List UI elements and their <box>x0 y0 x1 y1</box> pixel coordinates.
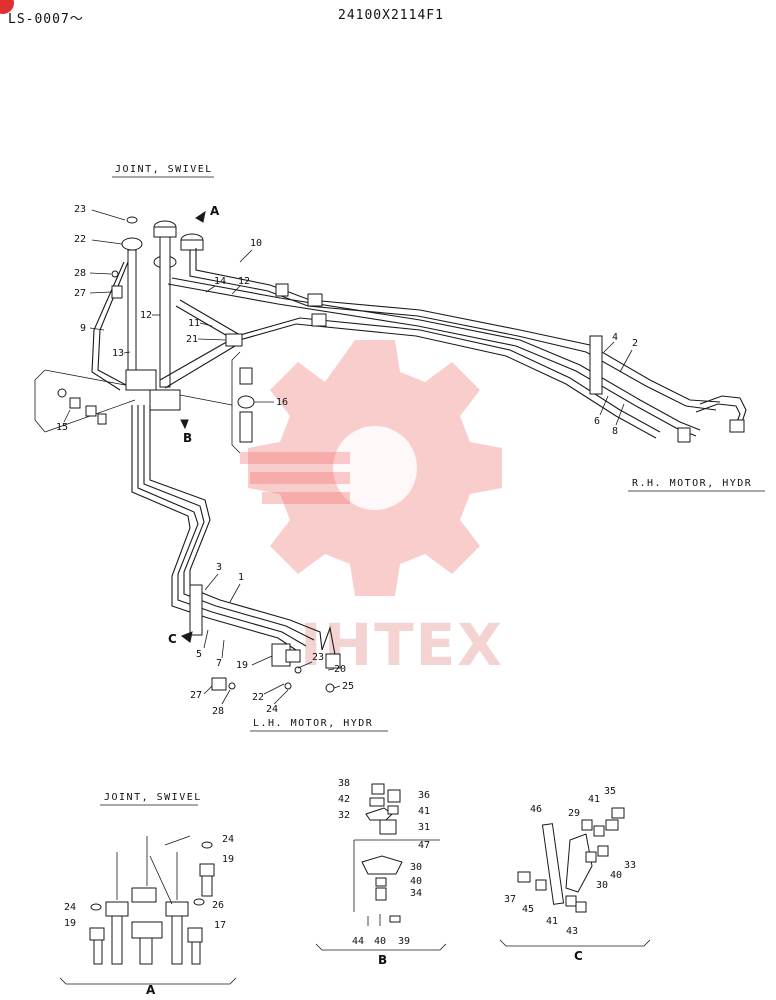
callout-13: 13 <box>112 348 124 359</box>
svg-text:19: 19 <box>222 854 234 865</box>
callout-23: 23 <box>74 204 86 215</box>
section-joint-swivel-detail: JOINT, SWIVEL <box>104 792 202 803</box>
pipe-9-inner <box>91 261 125 391</box>
svg-text:17: 17 <box>214 920 226 931</box>
svg-text:19: 19 <box>64 918 76 929</box>
callout-28-lh: 28 <box>212 706 224 717</box>
svg-text:33: 33 <box>624 860 636 871</box>
svg-text:41: 41 <box>546 916 558 927</box>
svg-text:39: 39 <box>398 936 410 947</box>
svg-text:B: B <box>378 953 387 967</box>
svg-text:34: 34 <box>410 888 422 899</box>
svg-text:41: 41 <box>418 806 430 817</box>
callout-28: 28 <box>74 268 86 279</box>
section-rh-motor: R.H. MOTOR, HYDR <box>632 478 752 489</box>
pipes-to-lh-motor <box>131 405 341 669</box>
callout-23-lh: 23 <box>312 652 324 663</box>
watermark-text: IHTEX <box>300 611 504 679</box>
pipes-to-rh-motor <box>159 248 747 443</box>
svg-text:42: 42 <box>338 794 350 805</box>
svg-text:B: B <box>183 431 192 445</box>
svg-text:37: 37 <box>504 894 516 905</box>
section-joint-swivel: JOINT, SWIVEL <box>115 164 213 175</box>
svg-text:36: 36 <box>418 790 430 801</box>
svg-text:41: 41 <box>588 794 600 805</box>
callout-22-lh: 22 <box>252 692 264 703</box>
svg-text:26: 26 <box>212 900 224 911</box>
svg-text:38: 38 <box>338 778 350 789</box>
detail-a-joint-swivel: A 24 19 24 19 26 17 <box>59 834 237 997</box>
callout-20: 20 <box>334 664 346 675</box>
svg-text:43: 43 <box>566 926 578 937</box>
part-28-washer <box>111 270 119 278</box>
drawing-number: 24100X2114F1 <box>338 8 444 23</box>
svg-text:A: A <box>146 983 156 997</box>
main-callouts: 23 22 28 27 9 13 12 10 14 12 11 21 15 16… <box>56 204 638 717</box>
svg-text:29: 29 <box>568 808 580 819</box>
svg-text:32: 32 <box>338 810 350 821</box>
callout-11: 11 <box>188 318 200 329</box>
watermark-gear <box>240 340 502 596</box>
detail-b-clamp: B 38 36 42 41 32 31 47 30 40 34 44 40 39 <box>315 778 447 967</box>
view-arrow-c: C <box>168 631 193 646</box>
corner-mark <box>0 0 14 14</box>
svg-text:A: A <box>210 204 220 218</box>
callout-14: 14 <box>214 276 226 287</box>
svg-text:47: 47 <box>418 840 430 851</box>
svg-text:C: C <box>574 949 583 963</box>
view-arrow-b: B <box>180 419 192 445</box>
callout-4: 4 <box>612 332 618 343</box>
callout-12-left: 12 <box>140 310 152 321</box>
callout-7: 7 <box>216 658 222 669</box>
callout-21: 21 <box>186 334 198 345</box>
svg-text:30: 30 <box>410 862 422 873</box>
svg-text:40: 40 <box>610 870 622 881</box>
callout-10: 10 <box>250 238 262 249</box>
svg-text:40: 40 <box>374 936 386 947</box>
model-range-label: LS-0007～ <box>8 12 84 27</box>
callout-9: 9 <box>80 323 86 334</box>
callout-19: 19 <box>236 660 248 671</box>
callout-1: 1 <box>238 572 244 583</box>
callout-22: 22 <box>74 234 86 245</box>
callout-3: 3 <box>216 562 222 573</box>
svg-text:C: C <box>168 632 177 646</box>
svg-text:35: 35 <box>604 786 616 797</box>
callout-8: 8 <box>612 426 618 437</box>
callout-27-lh: 27 <box>190 690 202 701</box>
pipe-9 <box>97 261 129 386</box>
swivel-joint-assembly <box>121 216 204 411</box>
svg-text:31: 31 <box>418 822 430 833</box>
callout-2: 2 <box>632 338 638 349</box>
svg-text:40: 40 <box>410 876 422 887</box>
detail-c-bracket: C 46 35 41 29 33 40 30 37 45 41 43 <box>499 786 651 963</box>
callout-27: 27 <box>74 288 86 299</box>
callout-24: 24 <box>266 704 278 715</box>
callout-25: 25 <box>342 681 354 692</box>
callout-6: 6 <box>594 416 600 427</box>
svg-text:45: 45 <box>522 904 534 915</box>
callout-5: 5 <box>196 649 202 660</box>
view-arrow-a: A <box>195 204 220 223</box>
callout-12-right: 12 <box>238 276 250 287</box>
callout-16: 16 <box>276 397 288 408</box>
svg-text:46: 46 <box>530 804 542 815</box>
svg-text:30: 30 <box>596 880 608 891</box>
detail-15-bracket <box>34 369 136 433</box>
section-lh-motor: L.H. MOTOR, HYDR <box>253 718 373 729</box>
svg-text:44: 44 <box>352 936 364 947</box>
svg-text:24: 24 <box>222 834 234 845</box>
callout-15: 15 <box>56 422 68 433</box>
part-27-fitting <box>111 285 123 299</box>
svg-text:24: 24 <box>64 902 76 913</box>
